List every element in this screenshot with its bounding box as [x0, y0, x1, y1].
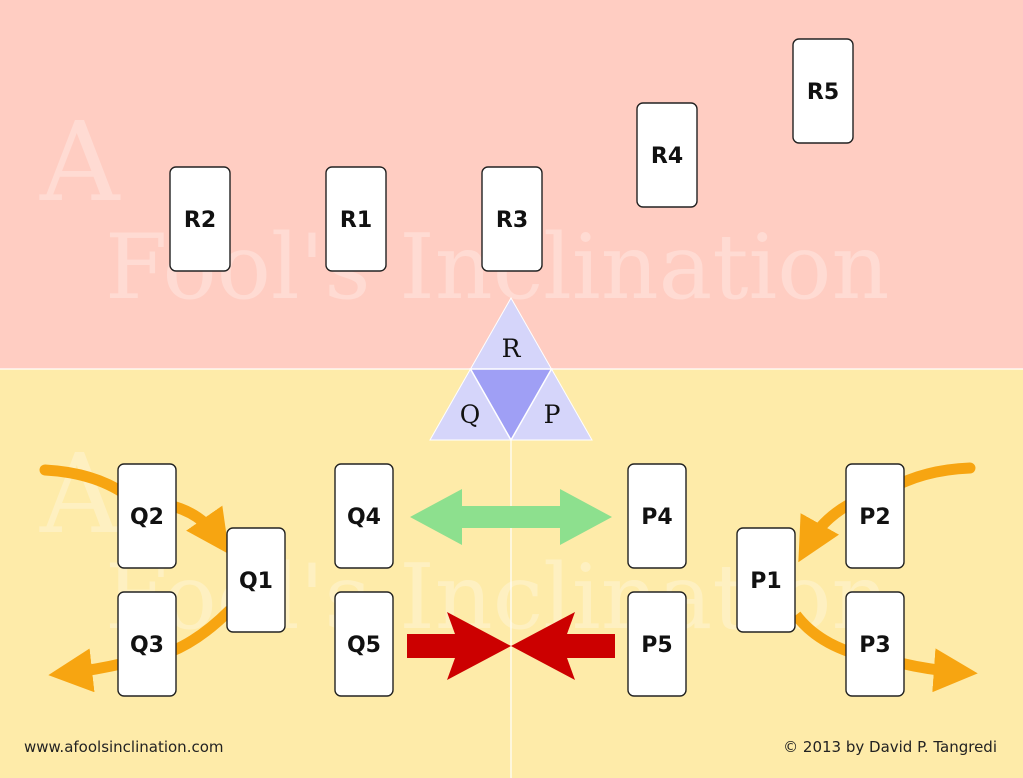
triangle-label-r: R [502, 334, 522, 363]
card-q2: Q2 [117, 463, 177, 569]
footer-website: www.afoolsinclination.com [24, 738, 224, 756]
card-q2-label: Q2 [130, 505, 164, 530]
card-p5-label: P5 [641, 633, 672, 658]
card-p4: P4 [627, 463, 687, 569]
card-q4-label: Q4 [347, 505, 381, 530]
red-arrow-from-left [407, 612, 511, 680]
card-p1-label: P1 [750, 569, 781, 594]
orange-arrow-p2-to-p1 [798, 500, 851, 563]
card-q3-label: Q3 [130, 633, 164, 658]
orange-arrow-p1-to-p3 [791, 611, 852, 658]
red-arrow-from-right [511, 612, 615, 680]
footer-copyright: © 2013 by David P. Tangredi [783, 738, 997, 756]
card-r3: R3 [481, 166, 543, 272]
card-p3: P3 [845, 591, 905, 697]
rqp-triangle: R Q P [429, 296, 593, 442]
card-p3-label: P3 [859, 633, 890, 658]
card-r2: R2 [169, 166, 231, 272]
card-q3: Q3 [117, 591, 177, 697]
card-r1-label: R1 [340, 208, 372, 233]
card-q4: Q4 [334, 463, 394, 569]
card-r5-label: R5 [807, 80, 839, 105]
card-r3-label: R3 [496, 208, 528, 233]
card-p2: P2 [845, 463, 905, 569]
triangle-label-p: P [544, 400, 561, 429]
card-q1: Q1 [226, 527, 286, 633]
triangle-label-q: Q [460, 400, 481, 429]
card-r5: R5 [792, 38, 854, 144]
orange-arrow-out-of-p3 [898, 648, 978, 693]
card-q5-label: Q5 [347, 633, 381, 658]
card-q5: Q5 [334, 591, 394, 697]
card-p1: P1 [736, 527, 796, 633]
card-r4: R4 [636, 102, 698, 208]
card-q1-label: Q1 [239, 569, 273, 594]
card-r2-label: R2 [184, 208, 216, 233]
watermark-large-letter-bottom: A [39, 430, 121, 558]
card-p5: P5 [627, 591, 687, 697]
card-p4-label: P4 [641, 505, 672, 530]
watermark-large-letter-top: A [39, 98, 121, 226]
card-r1: R1 [325, 166, 387, 272]
triangle-center [469, 368, 553, 442]
green-double-arrow [410, 489, 612, 545]
card-p2-label: P2 [859, 505, 890, 530]
card-r4-label: R4 [651, 144, 683, 169]
